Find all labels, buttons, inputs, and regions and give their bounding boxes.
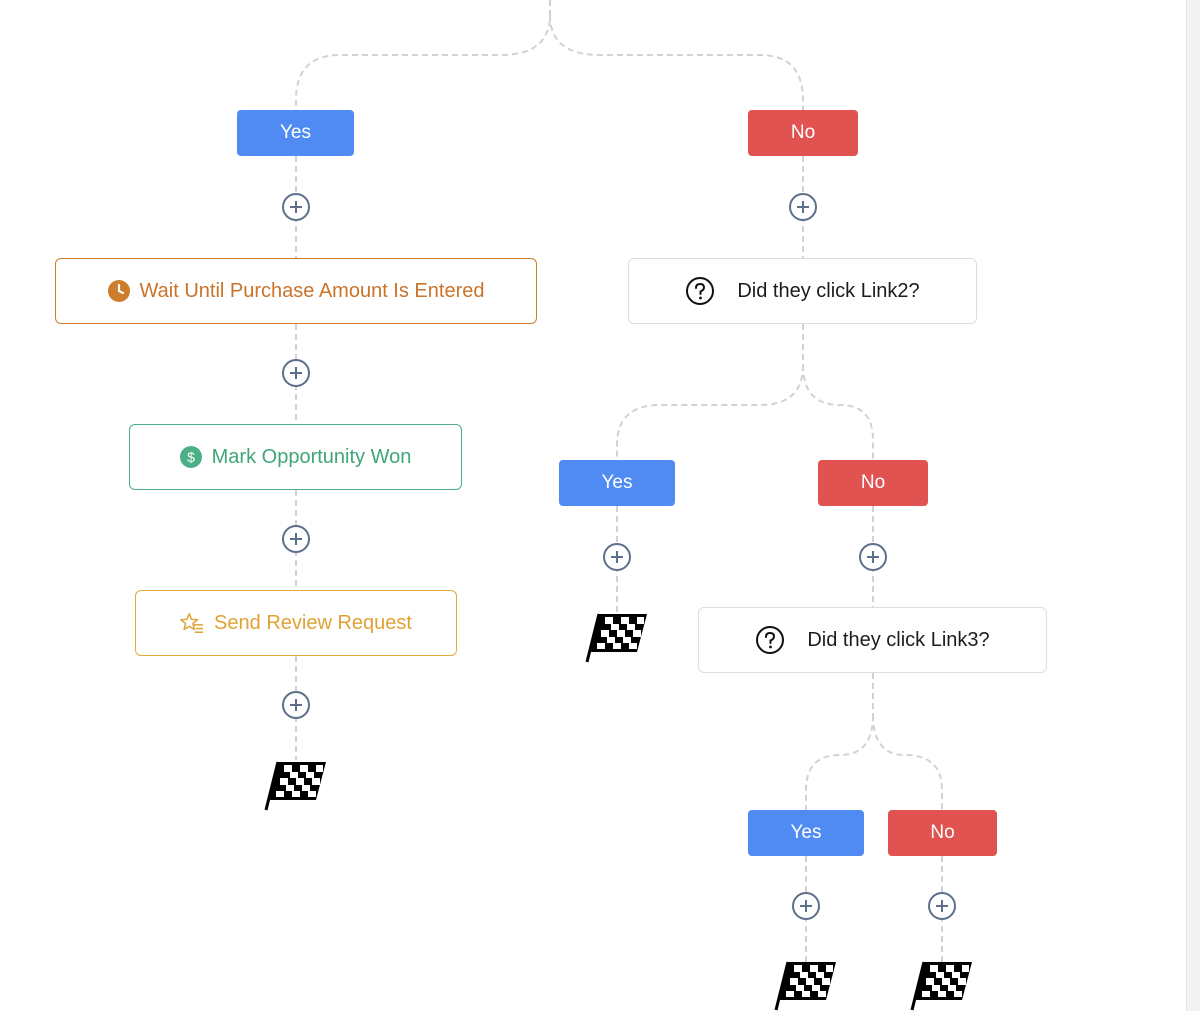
branch-no-link3[interactable]: No <box>888 810 997 856</box>
branch-label: No <box>790 122 816 143</box>
wait-action-label: Wait Until Purchase Amount Is Entered <box>139 279 485 302</box>
branch-label: Yes <box>601 472 633 493</box>
add-step-button[interactable] <box>792 892 820 920</box>
mark-won-action-node[interactable]: $ Mark Opportunity Won <box>129 424 462 490</box>
clock-icon <box>107 280 130 302</box>
add-step-button[interactable] <box>789 193 817 221</box>
checkered-flag-icon <box>774 961 836 1011</box>
question-circle-icon <box>756 626 785 654</box>
wait-action-node[interactable]: Wait Until Purchase Amount Is Entered <box>55 258 537 324</box>
branch-no-link2[interactable]: No <box>818 460 928 506</box>
condition-link3-label: Did they click Link3? <box>807 628 990 651</box>
add-step-button[interactable] <box>928 892 956 920</box>
branch-label: Yes <box>280 122 311 143</box>
question-circle-icon <box>686 277 715 305</box>
condition-link3-node[interactable]: Did they click Link3? <box>698 607 1047 673</box>
add-step-button[interactable] <box>282 359 310 387</box>
branch-label: No <box>860 472 886 493</box>
add-step-button[interactable] <box>603 543 631 571</box>
svg-text:$: $ <box>187 449 195 465</box>
branch-yes-purchase[interactable]: Yes <box>237 110 354 156</box>
branch-yes-link2[interactable]: Yes <box>559 460 675 506</box>
condition-link2-label: Did they click Link2? <box>737 279 920 302</box>
mark-won-action-label: Mark Opportunity Won <box>211 445 412 468</box>
checkered-flag-icon <box>585 613 647 663</box>
checkered-flag-icon <box>910 961 972 1011</box>
star-list-icon <box>180 613 204 633</box>
add-step-button[interactable] <box>282 193 310 221</box>
condition-link2-node[interactable]: Did they click Link2? <box>628 258 977 324</box>
checkered-flag-icon <box>264 761 326 811</box>
add-step-button[interactable] <box>859 543 887 571</box>
vertical-scrollbar[interactable] <box>1186 0 1200 1011</box>
review-request-action-node[interactable]: Send Review Request <box>135 590 457 656</box>
branch-yes-link3[interactable]: Yes <box>748 810 864 856</box>
branch-label: No <box>930 822 955 843</box>
branch-no-purchase[interactable]: No <box>748 110 858 156</box>
review-request-action-label: Send Review Request <box>214 611 412 634</box>
add-step-button[interactable] <box>282 525 310 553</box>
dollar-icon: $ <box>179 446 202 468</box>
add-step-button[interactable] <box>282 691 310 719</box>
branch-label: Yes <box>790 822 822 843</box>
